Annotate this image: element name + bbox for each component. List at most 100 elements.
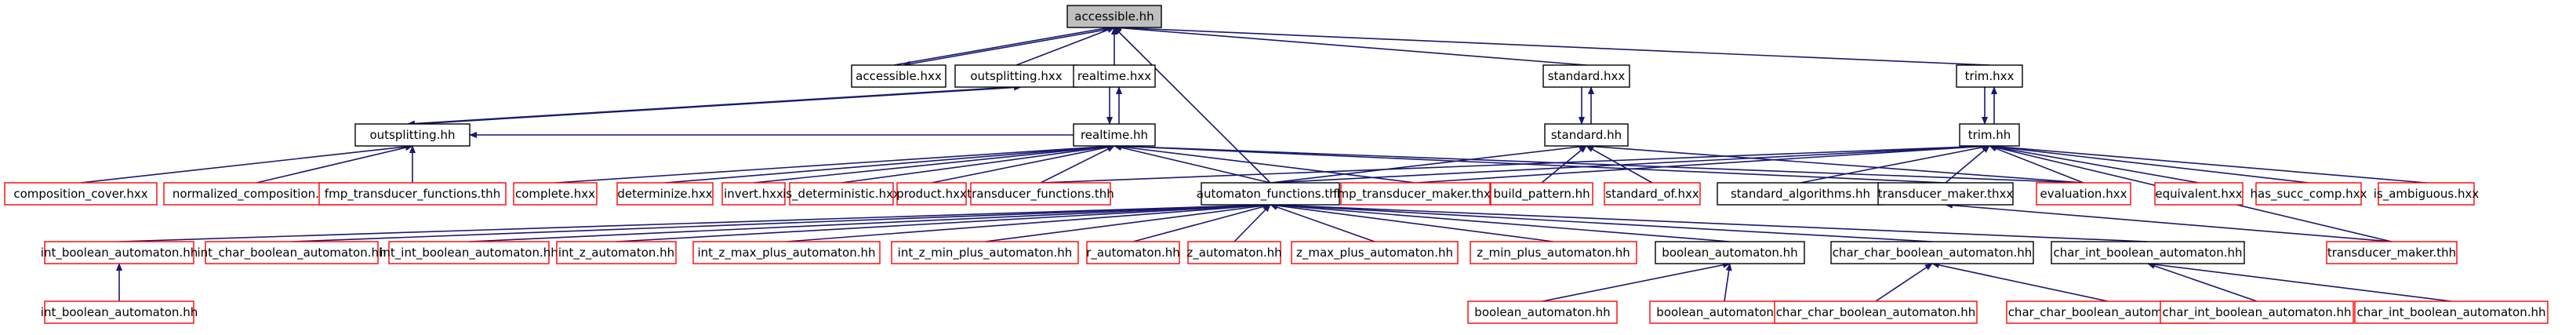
node-accessible-hh[interactable]: accessible.hh bbox=[1066, 5, 1162, 28]
node-char-int-boolean-automaton-hh-a[interactable]: char_int_boolean_automaton.hh bbox=[2160, 300, 2354, 324]
node-box bbox=[1066, 5, 1162, 28]
node-outsplitting-hxx[interactable]: outsplitting.hxx bbox=[954, 64, 1078, 88]
node-box bbox=[2326, 241, 2458, 264]
node-label: int_z_max_plus_automaton.hh bbox=[697, 246, 875, 260]
node-boolean-automaton-hh-b[interactable]: boolean_automaton.hh bbox=[1649, 300, 1800, 324]
edge-evaluation-hxx-to-realtime-hh bbox=[1114, 143, 2084, 184]
node-box bbox=[513, 182, 598, 206]
node-int-z-automaton-hh[interactable]: int_z_automaton.hh bbox=[556, 241, 677, 264]
node-automaton-functions-thh[interactable]: automaton_functions.thh bbox=[1197, 182, 1344, 206]
node-label: standard_of.hxx bbox=[1605, 187, 1699, 202]
node-label: char_int_boolean_automaton.hh bbox=[2162, 305, 2351, 320]
node-label: z_automaton.hh bbox=[1186, 246, 1281, 260]
edge-char-char-boolean-automaton-hh-a-to-char-char-boolean-automaton-hh bbox=[1875, 263, 1933, 302]
node-int-int-boolean-automaton-hh[interactable]: int_int_boolean_automaton.hh bbox=[380, 241, 558, 264]
node-label: realtime.hh bbox=[1081, 128, 1148, 142]
node-z-automaton-hh[interactable]: z_automaton.hh bbox=[1186, 241, 1282, 264]
edge-char-char-boolean-automaton-hh-b-to-char-char-boolean-automaton-hh bbox=[1931, 261, 2109, 302]
node-box bbox=[1544, 123, 1629, 147]
node-determinize-hxx[interactable]: determinize.hxx bbox=[616, 182, 714, 206]
edge-boolean-automaton-hh-to-automaton-functions-thh bbox=[1270, 202, 1731, 242]
node-composition-cover-hxx[interactable]: composition_cover.hxx bbox=[4, 182, 158, 206]
node-char-char-boolean-automaton-hh-a[interactable]: char_char_boolean_automaton.hh bbox=[1774, 300, 1978, 324]
node-transducer-maker-thxx[interactable]: transducer_maker.thxx bbox=[1877, 182, 2014, 206]
node-box bbox=[789, 182, 894, 206]
edge-outsplitting-hxx-to-accessible-hh bbox=[1016, 27, 1115, 66]
node-box bbox=[1774, 300, 1978, 324]
node-label: z_max_plus_automaton.hh bbox=[1296, 246, 1453, 260]
edge-has-succ-comp-hxx-to-trim-hh bbox=[1989, 144, 2309, 184]
edge-z-max-plus-automaton-hh-to-automaton-functions-thh bbox=[1270, 204, 1375, 242]
node-is-deterministic-hxx[interactable]: is_deterministic.hxx bbox=[783, 182, 900, 206]
node-z-min-plus-automaton-hh[interactable]: z_min_plus_automaton.hh bbox=[1470, 241, 1637, 264]
node-box bbox=[1470, 241, 1637, 264]
node-build-pattern-hh[interactable]: build_pattern.hh bbox=[1490, 182, 1593, 206]
node-fmp-transducer-maker-thxx[interactable]: fmp_transducer_maker.thxx bbox=[1333, 182, 1498, 206]
node-label: realtime.hxx bbox=[1077, 69, 1151, 83]
file-nodes: accessible.hh accessible.hxx outsplitting.… bbox=[4, 5, 2549, 324]
node-label: int_boolean_automaton.hh bbox=[41, 305, 198, 320]
node-int-z-max-plus-automaton-hh[interactable]: int_z_max_plus_automaton.hh bbox=[692, 241, 881, 264]
node-int-boolean-automaton-hh-2[interactable]: int_boolean_automaton.hh bbox=[41, 300, 198, 324]
edge-int-int-boolean-automaton-hh-to-automaton-functions-thh bbox=[468, 202, 1271, 242]
node-boolean-automaton-hh[interactable]: boolean_automaton.hh bbox=[1655, 241, 1805, 264]
node-box bbox=[1201, 182, 1340, 206]
node-box bbox=[2036, 182, 2131, 206]
edge-fmp-transducer-maker-thxx-to-trim-hh bbox=[1415, 143, 1990, 184]
node-accessible-hxx[interactable]: accessible.hxx bbox=[851, 64, 946, 88]
node-int-boolean-automaton-hh[interactable]: int_boolean_automaton.hh bbox=[41, 241, 198, 264]
node-realtime-hh[interactable]: realtime.hh bbox=[1073, 123, 1156, 147]
node-standard-hh[interactable]: standard.hh bbox=[1544, 123, 1629, 147]
edge-accessible-hxx-to-accessible-hh bbox=[893, 25, 1110, 66]
node-label: z_min_plus_automaton.hh bbox=[1477, 246, 1630, 260]
edge-char-char-boolean-automaton-hh-to-automaton-functions-thh bbox=[1270, 202, 1933, 242]
node-label: is_ambiguous.hxx bbox=[2374, 187, 2480, 202]
edge-is-deterministic-hxx-to-realtime-hh bbox=[841, 144, 1115, 184]
node-transducer-functions-thh[interactable]: transducer_functions.thh bbox=[967, 182, 1114, 206]
node-box bbox=[1073, 123, 1156, 147]
edge-automaton-functions-thh-to-accessible-hh bbox=[1114, 27, 1271, 184]
node-standard-of-hxx[interactable]: standard_of.hxx bbox=[1604, 182, 1701, 206]
node-equivalent-hxx[interactable]: equivalent.hxx bbox=[2154, 182, 2244, 206]
node-has-succ-comp-hxx[interactable]: has_succ_comp.hxx bbox=[2251, 182, 2367, 206]
node-realtime-hxx[interactable]: realtime.hxx bbox=[1073, 64, 1156, 88]
node-label: int_int_boolean_automaton.hh bbox=[380, 246, 558, 260]
node-trim-hxx[interactable]: trim.hxx bbox=[1956, 64, 2023, 88]
node-product-hxx[interactable]: product.hxx bbox=[896, 182, 967, 206]
node-int-z-min-plus-automaton-hh[interactable]: int_z_min_plus_automaton.hh bbox=[891, 241, 1079, 264]
edge-int-boolean-automaton-hh-to-automaton-functions-thh bbox=[118, 202, 1271, 242]
node-box bbox=[1877, 182, 2014, 206]
edge-transducer-maker-thxx-to-trim-hh bbox=[1945, 145, 1990, 184]
node-label: complete.hxx bbox=[515, 187, 595, 201]
edge-accessible-hh-to-accessible-hxx bbox=[903, 27, 1120, 67]
node-boolean-automaton-hh-a[interactable]: boolean_automaton.hh bbox=[1467, 300, 1618, 324]
node-evaluation-hxx[interactable]: evaluation.hxx bbox=[2036, 182, 2131, 206]
node-label: build_pattern.hh bbox=[1493, 187, 1590, 202]
node-transducer-maker-thh[interactable]: transducer_maker.thh bbox=[2326, 241, 2458, 264]
node-normalized-composition-hxx[interactable]: normalized_composition.hxx bbox=[163, 182, 350, 206]
node-char-int-boolean-automaton-hh[interactable]: char_int_boolean_automaton.hh bbox=[2051, 241, 2245, 264]
node-label: equivalent.hxx bbox=[2155, 187, 2242, 201]
edge-int-z-max-plus-automaton-hh-to-automaton-functions-thh bbox=[786, 202, 1271, 242]
node-r-automaton-hh[interactable]: r_automaton.hh bbox=[1086, 241, 1180, 264]
node-fmp-transducer-functions-thh[interactable]: fmp_transducer_functions.thh bbox=[318, 182, 507, 206]
node-standard-algorithms-hh[interactable]: standard_algorithms.hh bbox=[1717, 182, 1884, 206]
edge-complete-hxx-to-realtime-hh bbox=[554, 143, 1115, 184]
node-char-int-boolean-automaton-hh-b[interactable]: char_int_boolean_automaton.hh bbox=[2354, 300, 2549, 324]
node-char-char-boolean-automaton-hh[interactable]: char_char_boolean_automaton.hh bbox=[1830, 241, 2034, 264]
edge-z-automaton-hh-to-automaton-functions-thh bbox=[1234, 204, 1271, 242]
node-complete-hxx[interactable]: complete.hxx bbox=[513, 182, 598, 206]
node-trim-hh[interactable]: trim.hh bbox=[1959, 123, 2020, 147]
node-outsplitting-hh[interactable]: outsplitting.hh bbox=[354, 123, 471, 147]
node-invert-hxx[interactable]: invert.hxx bbox=[721, 182, 786, 206]
node-label: evaluation.hxx bbox=[2040, 187, 2127, 201]
edge-standard-hxx-to-accessible-hh bbox=[1114, 24, 1587, 66]
node-standard-hxx[interactable]: standard.hxx bbox=[1542, 64, 1630, 88]
node-int-char-boolean-automaton-hh[interactable]: int_char_boolean_automaton.hh bbox=[197, 241, 387, 264]
node-z-max-plus-automaton-hh[interactable]: z_max_plus_automaton.hh bbox=[1291, 241, 1459, 264]
node-is-ambiguous-hxx[interactable]: is_ambiguous.hxx bbox=[2374, 182, 2480, 206]
node-box bbox=[1340, 182, 1491, 206]
node-box bbox=[692, 241, 881, 264]
node-box bbox=[1959, 123, 2020, 147]
node-box bbox=[1086, 241, 1180, 264]
